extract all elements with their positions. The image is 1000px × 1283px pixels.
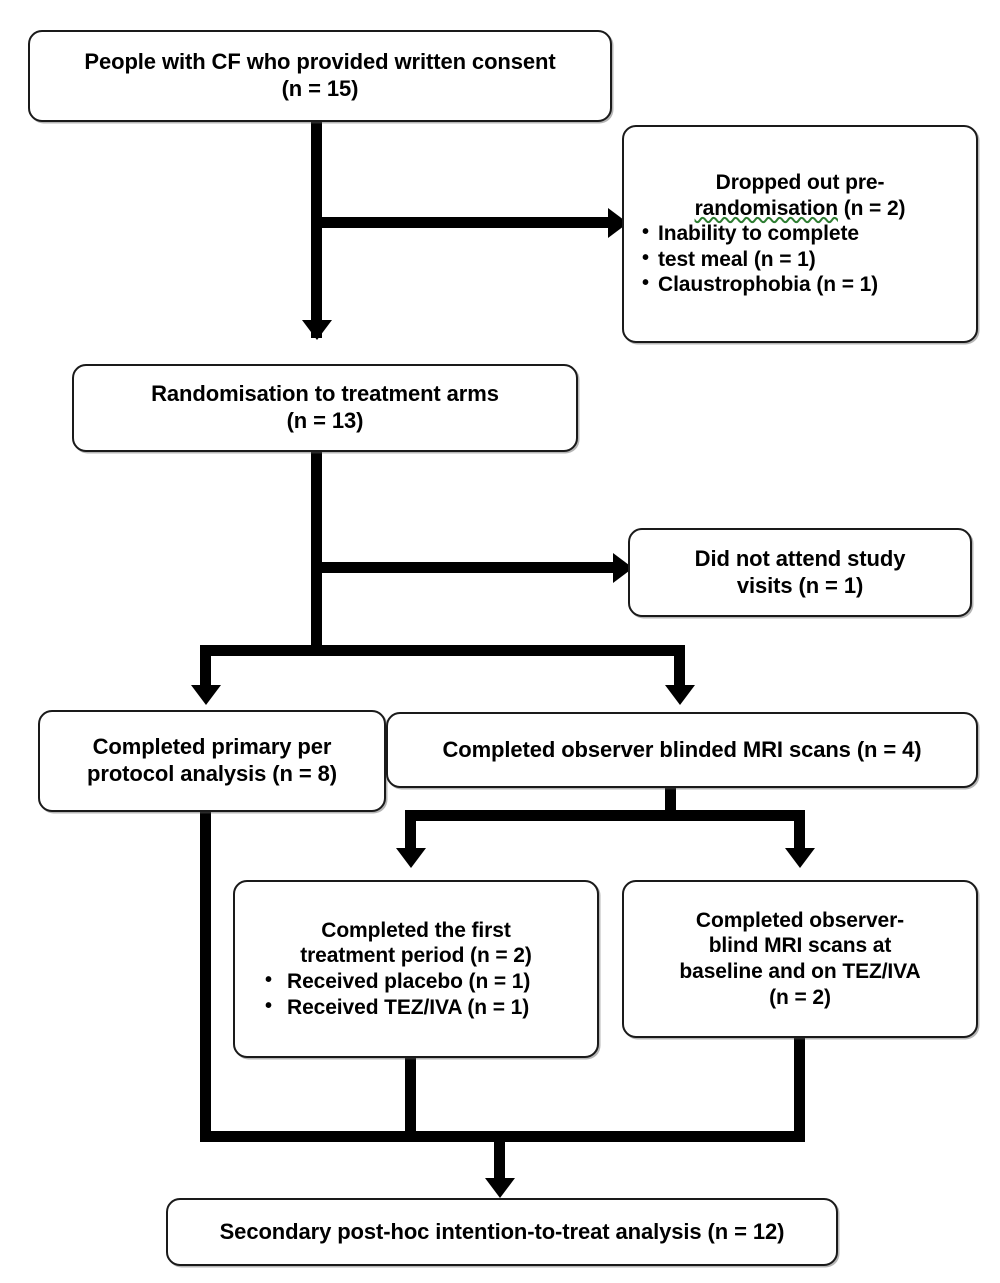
connector-mri-stem xyxy=(665,788,676,816)
node-baseline-mri-line2: blind MRI scans at xyxy=(708,934,892,958)
connector-baseline-mri-down xyxy=(794,1038,805,1142)
node-consent-line2: (n = 15) xyxy=(281,76,359,101)
node-first-period-bullet-2: Received TEZ/IVA (n = 1) xyxy=(245,994,587,1021)
node-first-period-bullet-1-text: Received placebo (n = 1) xyxy=(287,970,531,993)
node-baseline-mri-line3: baseline and on TEZ/IVA xyxy=(679,960,921,983)
arrowhead-to-observer-blind-baseline xyxy=(784,848,815,868)
node-dropout-bullet-1-line1: Inability to complete xyxy=(658,222,859,246)
node-dropout-bullet-1: Inability to complete xyxy=(638,220,962,247)
arrowhead-to-per-protocol xyxy=(190,685,221,705)
node-first-period-bullet-2-text: Received TEZ/IVA (n = 1) xyxy=(287,995,530,1019)
node-first-period-bullet-1: Received placebo (n = 1) xyxy=(245,968,587,995)
node-itt-analysis[interactable]: Secondary post-hoc intention-to-treat an… xyxy=(166,1198,838,1266)
node-did-not-attend[interactable]: Did not attend study visits (n = 1) xyxy=(628,528,972,617)
node-did-not-attend-line2: visits (n = 1) xyxy=(736,572,864,598)
node-dropout-line1: Dropped out pre- xyxy=(715,170,885,194)
connector-randomisation-stem xyxy=(311,452,322,652)
node-dropout-bullet-2-line1: Claustrophobia (n = 1) xyxy=(658,273,879,297)
node-dropout-bullet-2: Claustrophobia (n = 1) xyxy=(638,271,962,298)
node-observer-blind-mri-baseline[interactable]: Completed observer- blind MRI scans at b… xyxy=(622,880,978,1038)
node-did-not-attend-line1: Did not attend study xyxy=(694,545,906,571)
connector-per-protocol-down xyxy=(200,812,211,1142)
connector-split-right-drop xyxy=(674,645,685,687)
node-consent-line1: People with CF who provided written cons… xyxy=(84,49,556,75)
node-first-period-bullet-list: Received placebo (n = 1) Received TEZ/IV… xyxy=(245,968,587,1021)
connector-mri-split-bar xyxy=(405,810,805,821)
connector-first-period-down xyxy=(405,1058,416,1142)
node-first-treatment-period[interactable]: Completed the first treatment period (n … xyxy=(233,880,599,1058)
node-per-protocol-line2: protocol analysis (n = 8) xyxy=(87,761,337,786)
connector-mri-split-left-drop xyxy=(405,810,416,850)
connector-itt-stem xyxy=(494,1131,505,1181)
node-first-period-line1: Completed the first xyxy=(321,918,511,942)
node-dropout-bullet-1-cont: test meal (n = 1) xyxy=(638,246,962,273)
node-randomisation-line1: Randomisation to treatment arms xyxy=(151,381,499,407)
node-randomisation[interactable]: Randomisation to treatment arms (n = 13) xyxy=(72,364,578,452)
node-dropped-pre-randomisation[interactable]: Dropped out pre- randomisation (n = 2) I… xyxy=(622,125,978,343)
node-dropout-line2-count: (n = 2) xyxy=(837,196,906,220)
node-dropout-bullet-list: Inability to complete test meal (n = 1) … xyxy=(638,220,962,298)
node-dropout-spellcheck-word: randomisation xyxy=(694,196,838,220)
arrowhead-to-first-treatment-period xyxy=(395,848,426,868)
connector-consent-to-dropout xyxy=(311,217,611,228)
node-first-period-line2: treatment period (n = 2) xyxy=(300,944,532,968)
node-per-protocol-analysis[interactable]: Completed primary per protocol analysis … xyxy=(38,710,386,812)
connector-split-left-drop xyxy=(200,645,211,687)
node-observer-blinded-mri-line1: Completed observer blinded MRI scans (n … xyxy=(442,736,922,762)
node-dropout-bullet-1-line2: test meal (n = 1) xyxy=(658,247,816,271)
connector-randomisation-to-dna xyxy=(311,562,616,573)
arrowhead-to-observer-blinded-mri xyxy=(664,685,695,705)
node-randomisation-line2: (n = 13) xyxy=(286,408,364,433)
arrowhead-to-randomisation xyxy=(301,320,332,340)
connector-consent-stem xyxy=(311,122,322,338)
node-itt-analysis-line1: Secondary post-hoc intention-to-treat an… xyxy=(219,1218,785,1244)
connector-split-bar-top xyxy=(200,645,685,656)
node-per-protocol-line1: Completed primary per xyxy=(92,734,332,760)
node-consent[interactable]: People with CF who provided written cons… xyxy=(28,30,612,122)
node-baseline-mri-line4: (n = 2) xyxy=(769,985,831,1009)
node-observer-blinded-mri[interactable]: Completed observer blinded MRI scans (n … xyxy=(386,712,978,788)
arrowhead-to-itt-analysis xyxy=(484,1178,515,1198)
node-baseline-mri-line1: Completed observer- xyxy=(695,908,905,932)
node-dropout-line2: randomisation (n = 2) xyxy=(638,196,962,222)
connector-mri-split-right-drop xyxy=(794,810,805,850)
